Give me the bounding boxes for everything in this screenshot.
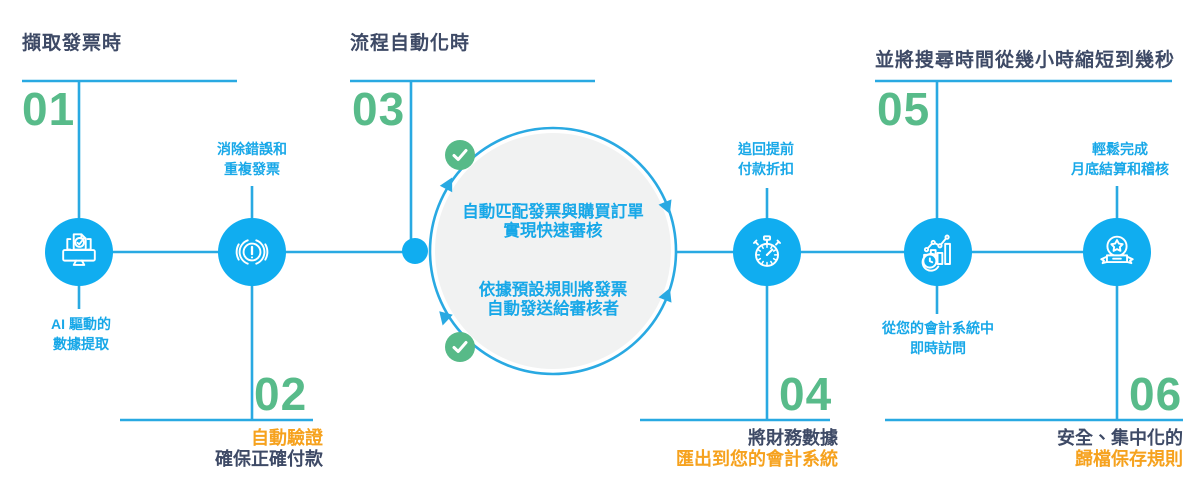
step4-bottom-label: 將財務數據 匯出到您的會計系統	[676, 428, 838, 470]
step2-bottom-label-line2: 確保正確付款	[215, 449, 323, 469]
step2-top-label-line2: 重複發票	[224, 161, 280, 177]
step6-top-label-line2: 月底結算和稽核	[1071, 161, 1169, 177]
step6-top-label: 輕鬆完成 月底結算和稽核	[1071, 139, 1169, 179]
stopwatch-icon	[753, 235, 781, 267]
cycle-text-top: 自動匹配發票與購買訂單 實現快速審核	[462, 203, 644, 241]
section-header-automation: 流程自動化時	[350, 33, 471, 54]
step4-top-label: 追回提前 付款折扣	[738, 139, 794, 179]
step5-label: 從您的會計系統中 即時訪問	[882, 318, 994, 358]
step5-label-line1: 從您的會計系統中	[882, 320, 994, 336]
cycle-arrows-icon	[439, 177, 672, 326]
step4-top-label-line2: 付款折扣	[738, 161, 794, 177]
step1-number: 01	[22, 83, 76, 135]
step5-label-line2: 即時訪問	[910, 340, 966, 356]
step2-top-label: 消除錯誤和 重複發票	[217, 139, 287, 179]
check-icon	[452, 341, 468, 353]
step2-bottom-label: 自動驗證 確保正確付款	[215, 428, 323, 470]
step1-label-line1: AI 驅動的	[51, 316, 111, 332]
step1-label: AI 驅動的 數據提取	[51, 314, 111, 354]
bar-chart-clock-icon	[921, 234, 951, 272]
check-badge-top	[445, 140, 475, 170]
bracket-and-timeline-lines	[22, 79, 1183, 422]
check-badge-bottom	[445, 332, 475, 362]
step5-circle	[904, 218, 972, 286]
cycle-arrowhead-lower-right	[658, 287, 672, 303]
step4-number: 04	[779, 368, 833, 420]
alert-exclamation-icon	[235, 239, 269, 265]
cycle-text-top-line2: 實現快速審核	[503, 222, 603, 240]
section-header-search: 並將搜尋時間從幾小時縮短到幾秒	[875, 50, 1176, 71]
monitor-document-check-icon	[62, 233, 96, 266]
step6-circle	[1083, 218, 1151, 286]
step4-top-label-line1: 追回提前	[738, 141, 794, 157]
cycle-text-top-line1: 自動匹配發票與購買訂單	[462, 203, 644, 221]
cycle-bottom-arc	[428, 250, 678, 376]
step2-top-label-line1: 消除錯誤和	[217, 141, 287, 157]
step3-number: 03	[352, 83, 406, 135]
cycle-arrowhead-lower-left	[439, 311, 453, 326]
step6-top-label-line1: 輕鬆完成	[1092, 141, 1148, 157]
cycle-text-bottom-line2: 自動發送給審核者	[487, 300, 619, 318]
step6-bottom-label-line1: 安全、集中化的	[1057, 428, 1183, 448]
cycle-arrowhead-upper-right	[658, 199, 672, 215]
section-header-capture: 擷取發票時	[22, 33, 123, 54]
step2-circle	[218, 218, 286, 286]
step4-circle	[733, 218, 801, 286]
step2-bottom-label-line1: 自動驗證	[251, 428, 323, 448]
step4-bottom-label-line2: 匯出到您的會計系統	[676, 449, 838, 469]
step6-bottom-label: 安全、集中化的 歸檔保存規則	[1057, 428, 1183, 470]
cycle-text-bottom-line1: 依據預設規則將發票	[478, 281, 628, 299]
step2-number: 02	[254, 368, 308, 420]
timeline-node-dot	[402, 238, 428, 264]
step6-number: 06	[1129, 368, 1183, 420]
cycle-text-bottom: 依據預設規則將發票 自動發送給審核者	[479, 281, 628, 319]
step1-circle	[45, 218, 113, 286]
cycle-top-arc	[428, 126, 678, 252]
cycle-arrowhead-upper-left	[439, 177, 453, 193]
check-icon	[452, 149, 468, 161]
cycle-background-circle	[435, 133, 671, 369]
award-ribbon-icon	[1100, 235, 1134, 265]
step5-number: 05	[877, 83, 931, 135]
step6-bottom-label-line2: 歸檔保存規則	[1075, 449, 1183, 469]
step4-bottom-label-line1: 將財務數據	[748, 428, 838, 448]
step1-label-line2: 數據提取	[52, 336, 109, 352]
